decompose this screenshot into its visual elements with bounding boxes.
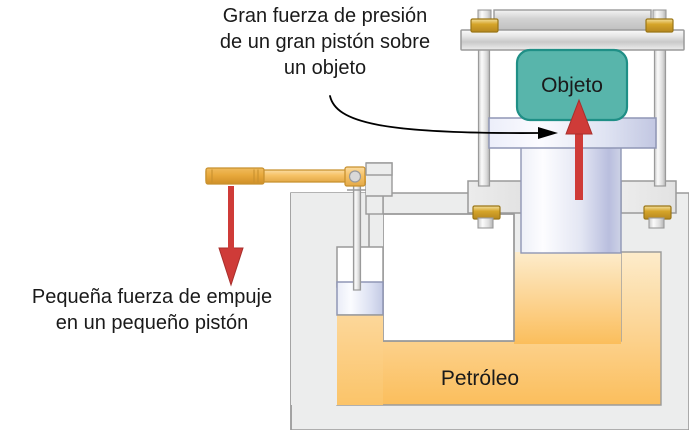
press-top-band <box>493 9 652 33</box>
fluid-label: Petróleo <box>441 367 519 390</box>
lever-assembly[interactable] <box>205 162 393 197</box>
press-lower-bolts <box>472 205 672 229</box>
bolt-nut-upper-left <box>470 18 499 33</box>
left-caption-line-2: en un pequeño pistón <box>56 312 248 334</box>
bolt-nut-lower-left <box>472 205 501 220</box>
top-caption-line-3: un objeto <box>284 57 366 79</box>
oil-fluid <box>336 251 662 406</box>
press-top-plate <box>460 9 685 51</box>
curved-pointer-arrow-icon <box>329 95 558 139</box>
bolt-nut-lower-right <box>643 205 672 220</box>
tie-rod-right <box>653 35 667 187</box>
small-piston-rod <box>352 177 362 291</box>
press-upper-bolts <box>470 9 674 33</box>
object-label: Objeto <box>541 74 603 97</box>
pressed-object: Objeto <box>515 48 629 122</box>
top-caption: Gran fuerza de presión de un gran pistón… <box>220 5 430 79</box>
left-caption-line-1: Pequeña fuerza de empuje <box>32 286 272 308</box>
top-caption-line-2: de un gran pistón sobre <box>220 31 430 53</box>
left-caption: Pequeña fuerza de empuje en un pequeño p… <box>32 286 272 334</box>
piston-stroke-mark <box>577 172 581 200</box>
bolt-nut-upper-right <box>645 18 674 33</box>
top-caption-line-1: Gran fuerza de presión <box>223 5 428 27</box>
tank-air-cavity <box>382 213 515 342</box>
lever-handle-grip <box>205 167 265 185</box>
press-top-flange <box>460 29 685 51</box>
red-down-arrow-icon <box>218 186 244 287</box>
small-piston-assembly <box>336 175 384 405</box>
tie-rod-left <box>477 35 491 187</box>
large-piston-cylinder <box>520 145 622 254</box>
red-up-arrow-icon <box>565 98 593 200</box>
